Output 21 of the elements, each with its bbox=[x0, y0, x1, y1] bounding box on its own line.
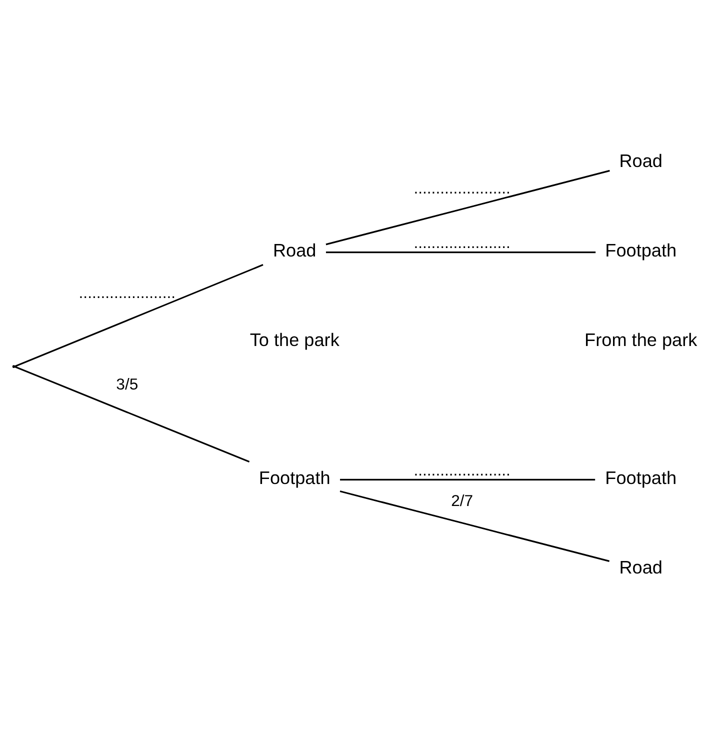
node-text: Footpath bbox=[258, 468, 330, 488]
connector bbox=[14, 264, 264, 367]
label: To the park bbox=[250, 329, 340, 350]
label: From the park bbox=[584, 329, 698, 350]
connector bbox=[340, 490, 610, 562]
edge-label: ...................... bbox=[78, 284, 176, 302]
edge-label: ...................... bbox=[414, 180, 510, 198]
node-text: Road bbox=[619, 556, 662, 577]
edge-label: ...................... bbox=[414, 234, 510, 252]
connector bbox=[340, 478, 596, 480]
node-text: Footpath bbox=[605, 240, 677, 260]
node-text: Footpath bbox=[605, 468, 677, 488]
edge-label: ...................... bbox=[414, 462, 510, 479]
edge-label: 3/5 bbox=[116, 376, 138, 393]
node-point bbox=[12, 364, 16, 368]
edge-label: 2/7 bbox=[451, 492, 474, 510]
node-text: Road bbox=[619, 150, 662, 171]
connector bbox=[326, 169, 610, 245]
connector bbox=[326, 251, 596, 253]
node-text: Road bbox=[272, 240, 316, 260]
connector bbox=[14, 365, 250, 462]
